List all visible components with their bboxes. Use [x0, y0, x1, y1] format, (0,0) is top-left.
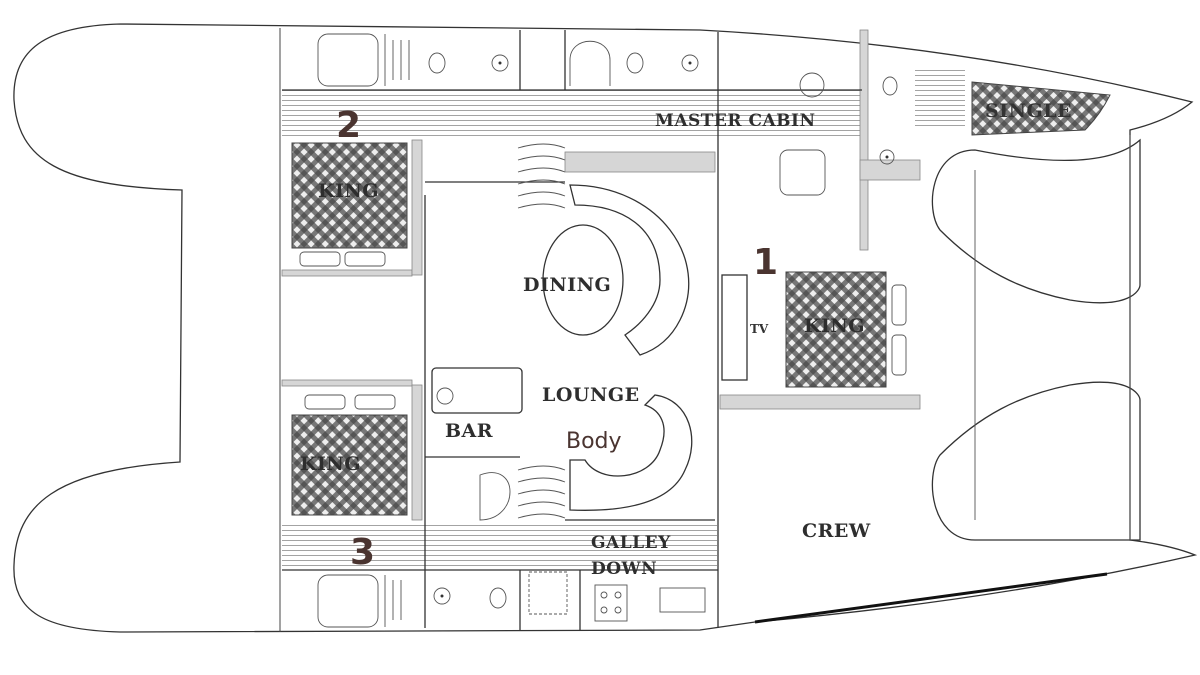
- trampoline-outline-lower: [931, 381, 1141, 541]
- cabin-number-3: 3: [350, 532, 375, 573]
- bed-single: [971, 81, 1111, 136]
- label-king-cabin-2: KING: [318, 180, 379, 202]
- hull-edge-crew: [754, 572, 1108, 624]
- label-dining: DINING: [523, 274, 611, 296]
- wall: [859, 29, 869, 251]
- corridor-top: [282, 90, 862, 138]
- single-floor: [915, 70, 965, 130]
- label-down: DOWN: [591, 559, 657, 579]
- bed-cabin-2: [291, 142, 408, 249]
- label-master-cabin: MASTER CABIN: [655, 111, 816, 131]
- label-king-cabin-1: KING: [804, 315, 865, 337]
- label-crew: CREW: [802, 520, 871, 542]
- label-body: Body: [566, 429, 622, 454]
- wall: [281, 379, 413, 387]
- cabin-number-1: 1: [753, 242, 778, 283]
- cabin-number-2: 2: [336, 105, 361, 146]
- label-tv: TV: [750, 322, 769, 336]
- bed-cabin-3: [291, 414, 408, 516]
- fixtures-bottom: [317, 472, 706, 628]
- label-king-cabin-3: KING: [300, 453, 361, 475]
- label-galley: GALLEY: [591, 533, 671, 553]
- stairs: [517, 143, 566, 519]
- bar-counter: [431, 367, 523, 414]
- corridor-bottom: [282, 522, 717, 570]
- wall: [411, 384, 423, 521]
- dining-furniture: [542, 184, 693, 511]
- label-bar: BAR: [445, 420, 493, 442]
- wall: [411, 139, 423, 276]
- wall: [281, 269, 413, 277]
- wall: [564, 151, 716, 173]
- tv-cabinet: [721, 274, 748, 381]
- trampoline-outline: [931, 138, 1141, 304]
- label-lounge: LOUNGE: [542, 384, 640, 406]
- wall: [719, 394, 921, 410]
- label-single: SINGLE: [985, 100, 1072, 122]
- bed-cabin-1: [785, 271, 887, 388]
- wall: [859, 159, 921, 181]
- fixtures-top: [317, 33, 898, 196]
- pillows: [299, 251, 907, 410]
